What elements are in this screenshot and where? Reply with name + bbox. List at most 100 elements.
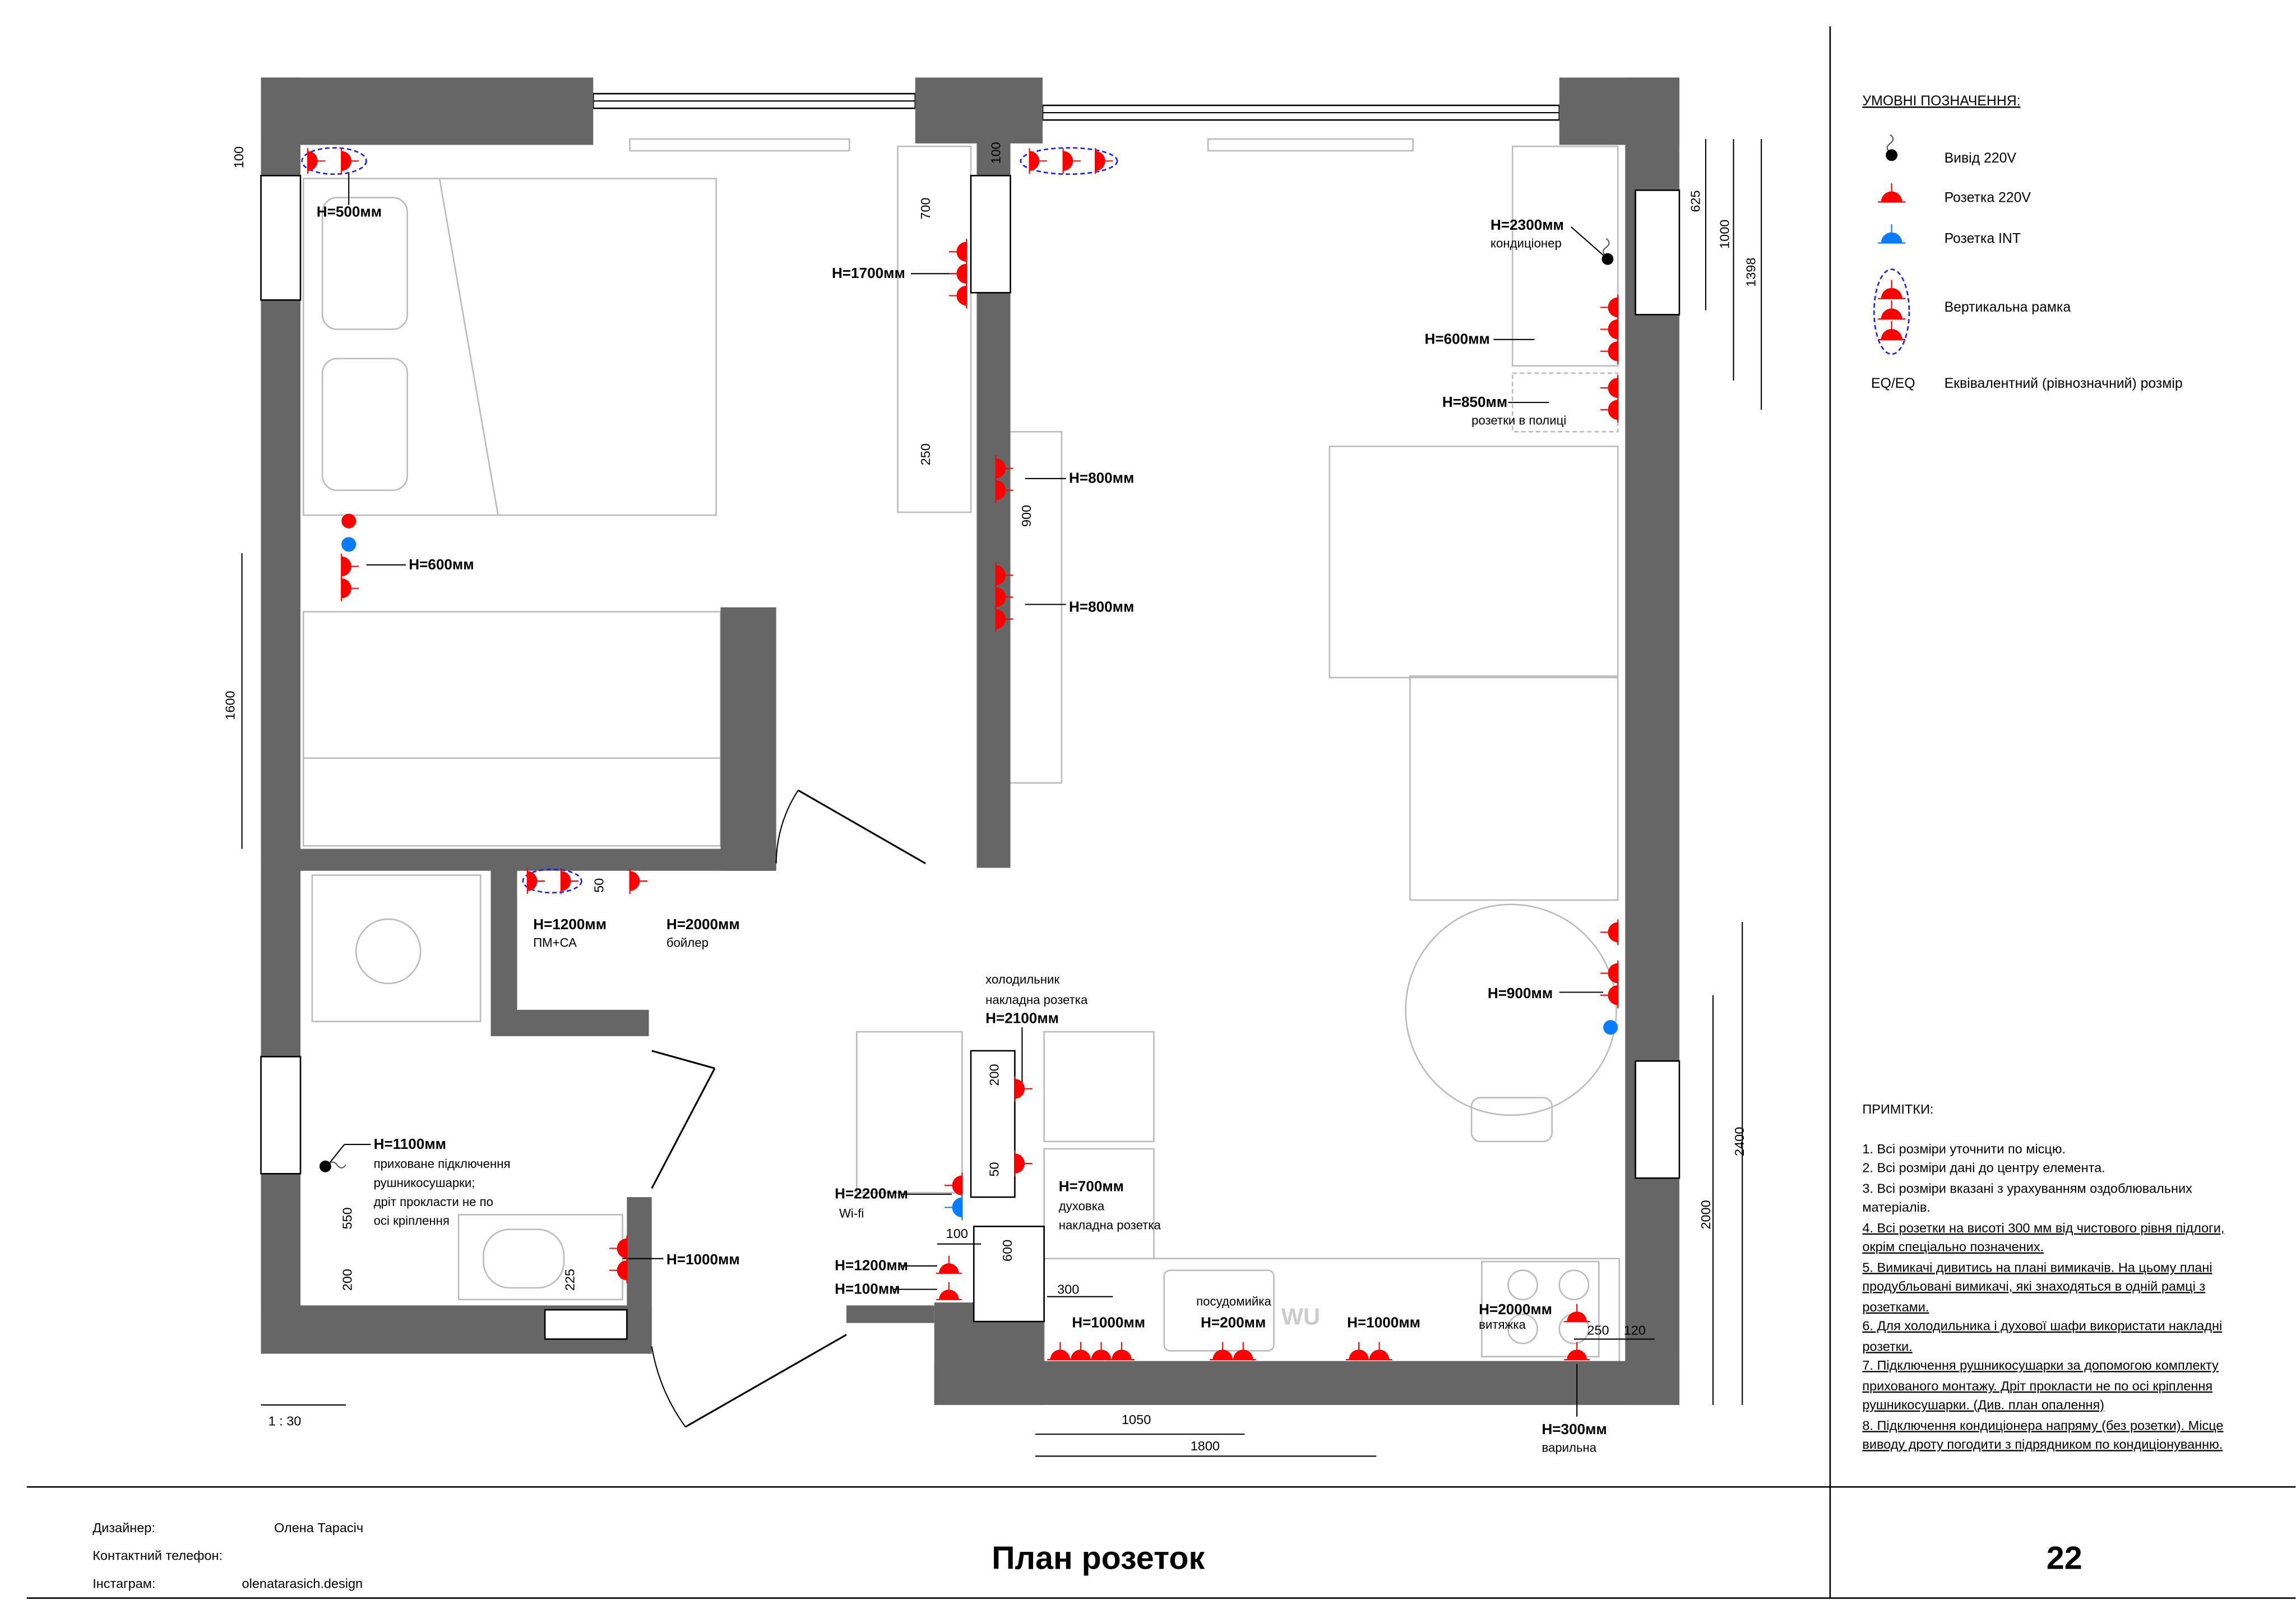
- socket-220v-icon: [948, 260, 968, 287]
- outlet-220v-icon: [318, 1160, 347, 1174]
- annotation-note: бойлер: [666, 936, 709, 950]
- annotation-height: H=1000мм: [1347, 1314, 1420, 1331]
- socket-220v-icon: [1014, 1150, 1033, 1177]
- note-line: 7. Підключення рушникосушарки за допомог…: [1862, 1358, 2219, 1372]
- legend-title: УМОВНІ ПОЗНАЧЕННЯ:: [1862, 94, 2020, 109]
- phone-label: Контактний телефон:: [92, 1548, 223, 1563]
- annotation-height: H=600мм: [409, 556, 474, 573]
- annotation-note: дріт прокласти не по: [374, 1195, 493, 1209]
- socket-220v-icon: [1108, 1341, 1136, 1360]
- dimension-label: 300: [1057, 1282, 1079, 1296]
- annotation-note: посудомийка: [1196, 1294, 1271, 1308]
- dimension-label: 1050: [1122, 1412, 1151, 1427]
- socket-220v-icon: [341, 513, 357, 528]
- annotation-height: H=850мм: [1442, 393, 1507, 410]
- legend-label: Розетка 220V: [1945, 190, 2031, 205]
- note-line: 6. Для холодильника і духової шафи викор…: [1862, 1319, 2222, 1333]
- socket-int-icon: [943, 1194, 963, 1221]
- socket-220v-icon: [935, 1281, 962, 1300]
- annotation-note: витяжка: [1479, 1318, 1526, 1332]
- dimension-label: 200: [340, 1269, 354, 1291]
- dimension-lines: [241, 139, 1762, 1457]
- designer-label: Дизайнер:: [92, 1520, 155, 1535]
- annotation-note: рушникосушарки;: [374, 1176, 475, 1190]
- socket-220v-icon: [307, 147, 326, 175]
- annotation-height: H=500мм: [317, 203, 382, 220]
- annotation-note: кондиціонер: [1490, 236, 1562, 250]
- note-line: рушникосушарки. (Див. план опалення): [1862, 1398, 2104, 1412]
- note-line: 1. Всі розміри уточнити по місцю.: [1862, 1142, 2066, 1156]
- annotation-note: варильна: [1542, 1440, 1596, 1454]
- dimension-label: 100: [232, 146, 246, 168]
- socket-220v-icon: [608, 1235, 628, 1262]
- eq-label: Еквівалентний (рівнозначний) розмір: [1945, 376, 2183, 391]
- note-line: розетки.: [1862, 1339, 1912, 1353]
- floor-plan: WU: [223, 77, 1762, 1457]
- annotation-height: H=1000мм: [666, 1251, 740, 1268]
- socket-220v-icon: [1599, 919, 1619, 946]
- annotation-height: H=1000мм: [1072, 1314, 1145, 1331]
- doors: [651, 789, 926, 1428]
- note-line: продубльовані вимикачі, які знаходяться …: [1862, 1279, 2205, 1293]
- dimension-label: 1398: [1744, 258, 1758, 287]
- annotation-height: H=1100мм: [374, 1135, 446, 1152]
- socket-int-icon: [1603, 1020, 1618, 1035]
- annotation-height: H=600мм: [1425, 331, 1490, 347]
- annotation-height: H=2100мм: [985, 1009, 1059, 1026]
- socket-int-icon: [341, 537, 357, 552]
- columns: [260, 175, 1681, 1340]
- socket-220v-icon: [341, 574, 360, 602]
- notes: ПРИМІТКИ: 1. Всі розміри уточнити по міс…: [1862, 1102, 2224, 1452]
- dimension-label: 600: [1000, 1240, 1015, 1262]
- socket-220v-icon: [1599, 316, 1619, 343]
- socket-220v-icon: [1563, 1341, 1591, 1360]
- annotation-note: розетки в полиці: [1471, 413, 1566, 427]
- annotation-height: H=2300мм: [1490, 216, 1564, 233]
- note-line: 8. Підключення кондиціонера напряму (без…: [1862, 1418, 2223, 1432]
- dimension-label: 625: [1688, 190, 1702, 212]
- vertical-frame: [522, 868, 582, 894]
- dimension-label: 700: [918, 197, 933, 219]
- annotation-note: Wi-fi: [839, 1207, 864, 1221]
- socket-220v-icon: [1599, 374, 1619, 402]
- note-line: розетками.: [1862, 1300, 1929, 1314]
- dimension-label: 100: [946, 1226, 968, 1241]
- notes-title: ПРИМІТКИ:: [1862, 1102, 1933, 1116]
- dimension-label: 120: [1624, 1323, 1646, 1338]
- socket-220v-icon: [1599, 396, 1619, 424]
- socket-int-icon: [1877, 224, 1906, 244]
- outlet-220v-icon: [1885, 133, 1899, 162]
- annotation-note: духовка: [1059, 1199, 1105, 1213]
- socket-220v-icon: [1029, 147, 1048, 175]
- note-line: 2. Всі розміри дані до центру елемента.: [1862, 1161, 2105, 1175]
- socket-220v-icon: [1047, 1341, 1074, 1360]
- annotation-height: H=800мм: [1069, 599, 1134, 615]
- dimension-label: 1000: [1718, 220, 1732, 249]
- socket-220v-icon: [1365, 1341, 1393, 1360]
- annotation-height: H=900мм: [1488, 985, 1553, 1001]
- page-number: 22: [2047, 1540, 2082, 1576]
- annotation-note: накладна розетка: [1059, 1218, 1161, 1232]
- legend-label: Розетка INT: [1945, 231, 2021, 246]
- vertical-frame: [1020, 147, 1118, 175]
- annotation-height: H=700мм: [1059, 1178, 1124, 1195]
- instagram-label: Інстаграм:: [92, 1576, 155, 1590]
- socket-220v-icon: [629, 868, 648, 895]
- annotation-height: H=2200мм: [835, 1185, 908, 1202]
- socket-220v-icon: [1599, 959, 1619, 987]
- eq-symbol: EQ/EQ: [1871, 376, 1915, 391]
- dimension-label: 250: [1587, 1323, 1609, 1338]
- socket-220v-icon: [1563, 1303, 1591, 1323]
- socket-220v-icon: [1014, 1075, 1033, 1102]
- note-line: 4. Всі розетки на висоті 300 мм від чист…: [1862, 1221, 2224, 1235]
- outlet-220v-icon: [1601, 238, 1614, 266]
- annotation-note: осі кріплення: [374, 1214, 450, 1228]
- dimension-label: 225: [562, 1269, 577, 1291]
- annotation-height: H=200мм: [1201, 1314, 1266, 1331]
- annotation-height: H=1200мм: [533, 916, 607, 933]
- socket-220v-icon: [608, 1256, 628, 1284]
- socket-220v-icon: [948, 282, 968, 309]
- windows: [592, 92, 1561, 121]
- annotations: H=500мм H=1700мм H=2300мм кондиціонер H=…: [317, 203, 1607, 1454]
- socket-220v-icon: [1062, 147, 1081, 175]
